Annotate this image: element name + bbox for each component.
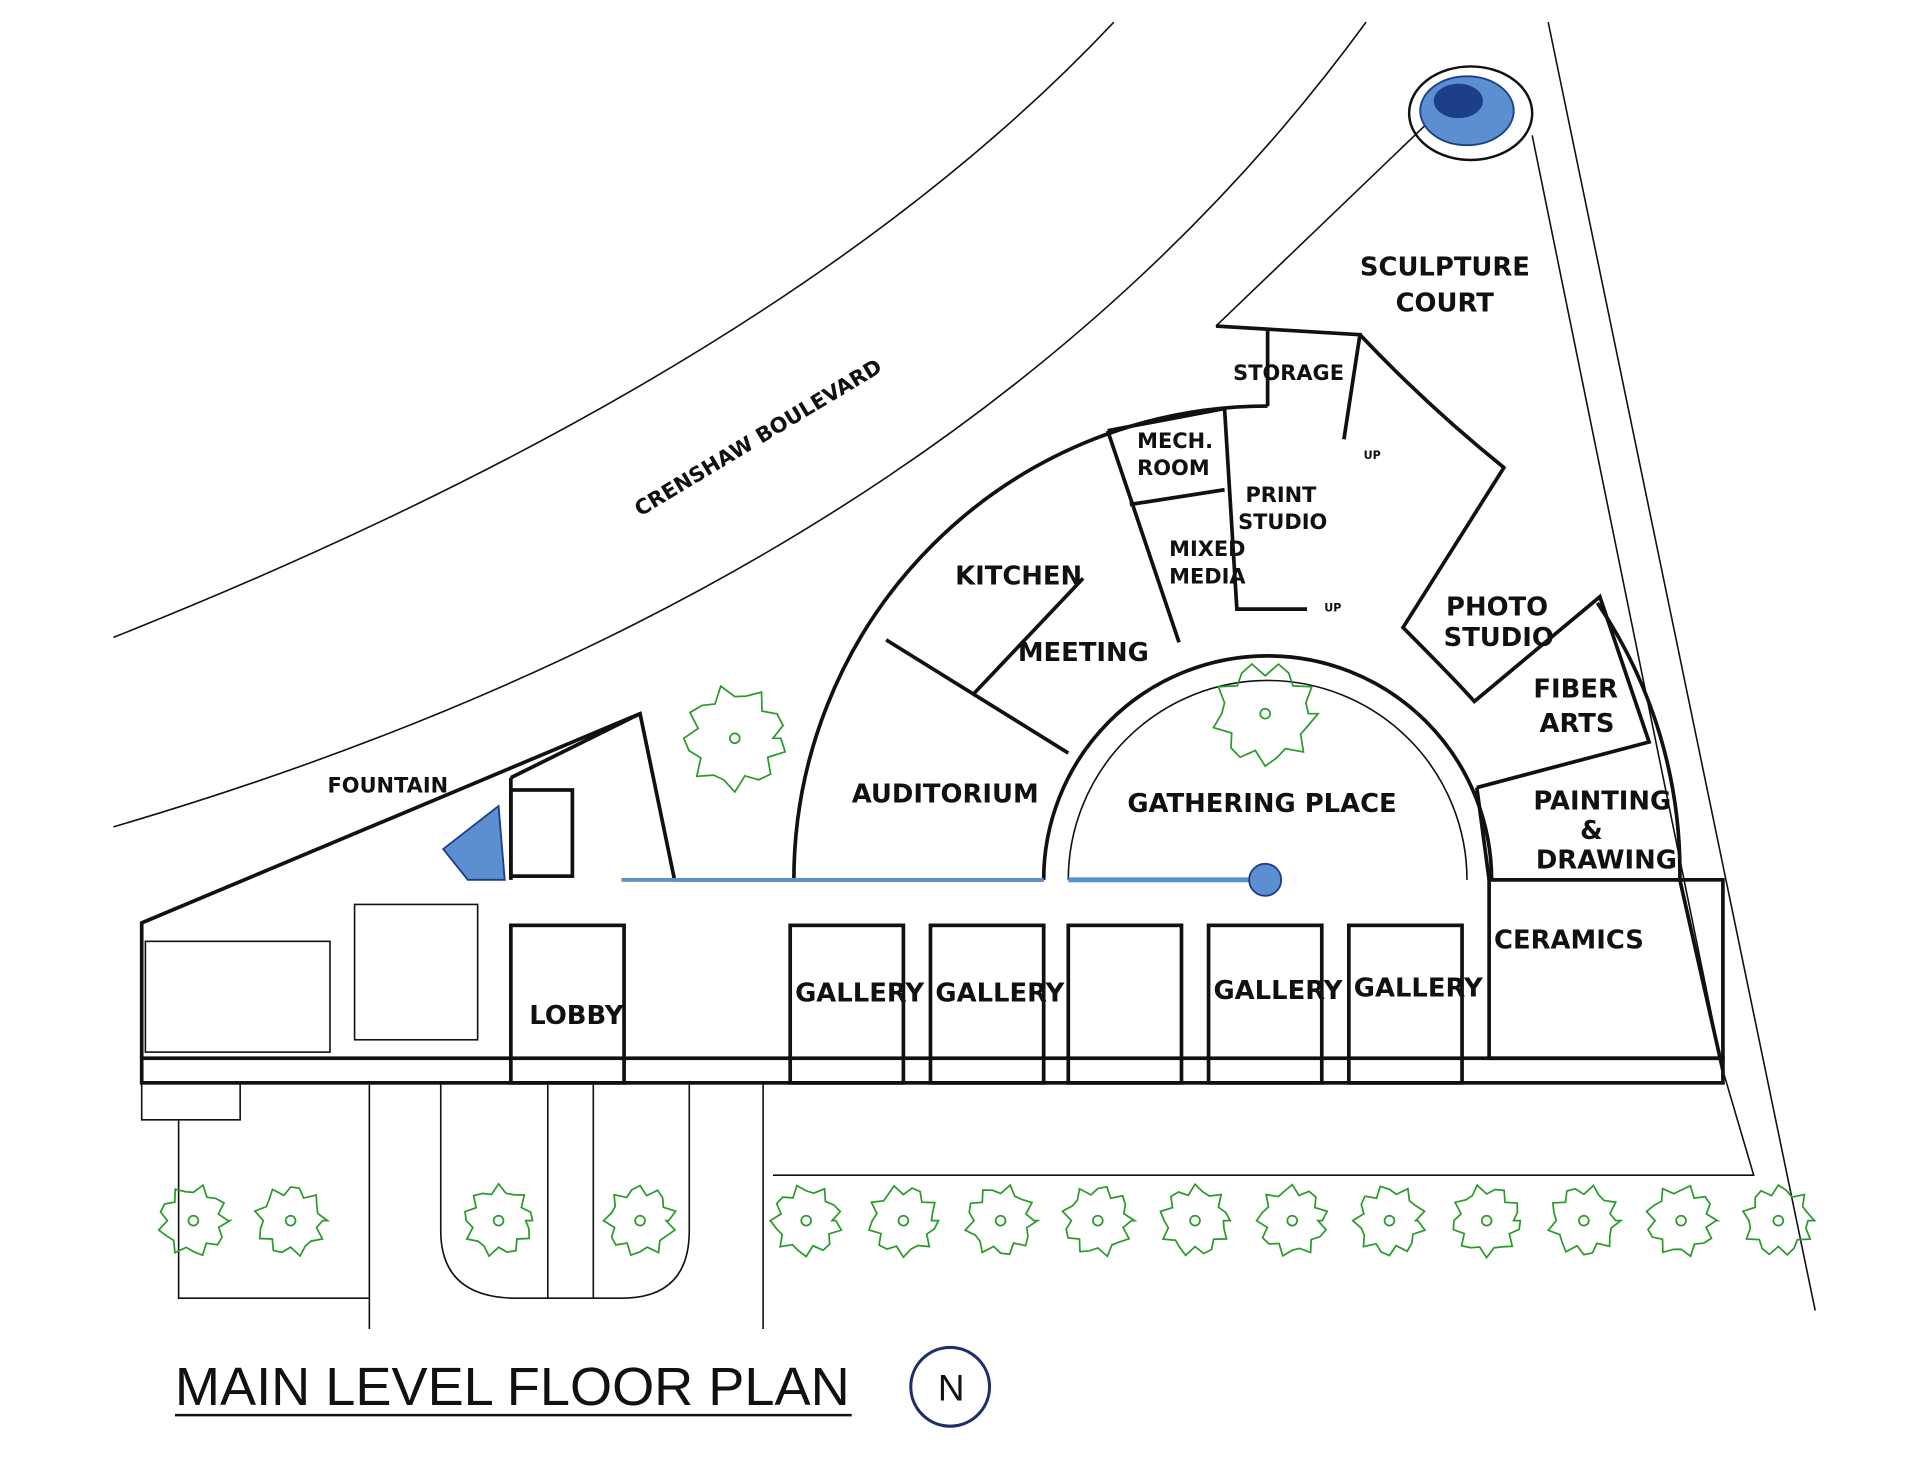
crenshaw-boulevard: CRENSHAW BOULEVARD [113,21,1367,828]
plan-title: MAIN LEVEL FLOOR PLAN [175,1357,850,1417]
label-kitchen: KITCHEN [955,561,1082,591]
label-fountain: FOUNTAIN [328,773,449,797]
tree-trunk [1259,707,1271,720]
tree-icon [157,1183,233,1257]
tree-trunk [800,1214,812,1227]
tree-trunk [187,1214,200,1227]
label-gathering-place: GATHERING PLACE [1127,789,1396,819]
tree-trunk [284,1214,297,1227]
tree-icon [253,1186,331,1258]
tree-icon [1645,1184,1721,1258]
tree-icon [1061,1185,1138,1258]
label-mech-room-2: ROOM [1137,456,1209,480]
label-mixed-media-2: MEDIA [1169,564,1246,588]
label-print-studio-2: STUDIO [1238,510,1327,534]
label-sculpture-court-2: COURT [1396,288,1495,318]
label-fiber-arts-2: ARTS [1540,709,1615,739]
label-print-studio: PRINT [1245,483,1317,507]
label-mech-room: MECH. [1137,429,1213,453]
label-lobby: LOBBY [529,1001,623,1031]
tree-icon [464,1182,534,1258]
tree-trunk [1383,1214,1396,1227]
label-mixed-media: MIXED [1169,537,1245,561]
label-storage: STORAGE [1233,361,1344,385]
tree-trunk [994,1214,1007,1227]
label-up-1: UP [1364,449,1381,462]
tree-trunk [1480,1214,1493,1227]
label-ampersand: & [1580,816,1603,846]
tree-icon [1546,1184,1624,1256]
tree-icon [867,1184,940,1259]
property-lines [772,21,1816,1311]
room-labels: SCULPTURE COURT STORAGE MECH. ROOM PRINT… [328,253,1677,1031]
tree-trunk [1189,1214,1201,1227]
tree-icon [1212,662,1320,768]
tree-icon [1159,1182,1232,1257]
label-gallery-2: GALLERY [935,979,1064,1009]
tree-trunk [1772,1214,1785,1227]
tree-trunk [634,1214,646,1227]
label-ceramics: CERAMICS [1494,926,1644,956]
street-label: CRENSHAW BOULEVARD [630,354,886,521]
tree-trunk [1092,1214,1104,1227]
tree-trunk [897,1214,910,1227]
tree-icon [768,1184,843,1258]
label-drawing: DRAWING [1536,846,1677,876]
label-fiber-arts: FIBER [1533,675,1618,705]
tree-icon [1741,1183,1817,1256]
label-sculpture-court: SCULPTURE [1360,253,1530,283]
tree-icon [963,1183,1041,1256]
label-gallery-3: GALLERY [1213,976,1342,1006]
tree-icon [1452,1183,1522,1260]
tree-icon [602,1184,678,1257]
pond [1407,65,1534,162]
tree-trunk [729,732,741,745]
building-walls [139,324,1725,1329]
tree-icon [682,684,787,794]
label-painting: PAINTING [1533,787,1671,817]
label-auditorium: AUDITORIUM [852,779,1039,809]
north-label: N [938,1367,965,1408]
label-photo-studio: PHOTO [1446,592,1548,622]
label-up-2: UP [1324,602,1341,615]
label-gallery-4: GALLERY [1354,974,1483,1004]
tree-trunk [1675,1214,1687,1227]
trees [157,662,1817,1260]
north-arrow-icon: N [909,1345,992,1428]
tree-icon [1255,1183,1329,1258]
tree-trunk [1578,1214,1590,1227]
tree-icon [1351,1185,1427,1257]
tree-trunk [1286,1214,1299,1227]
label-photo-studio-2: STUDIO [1444,623,1554,653]
tree-trunk [492,1214,505,1227]
label-meeting: MEETING [1018,638,1149,668]
label-gallery-1: GALLERY [795,979,924,1009]
